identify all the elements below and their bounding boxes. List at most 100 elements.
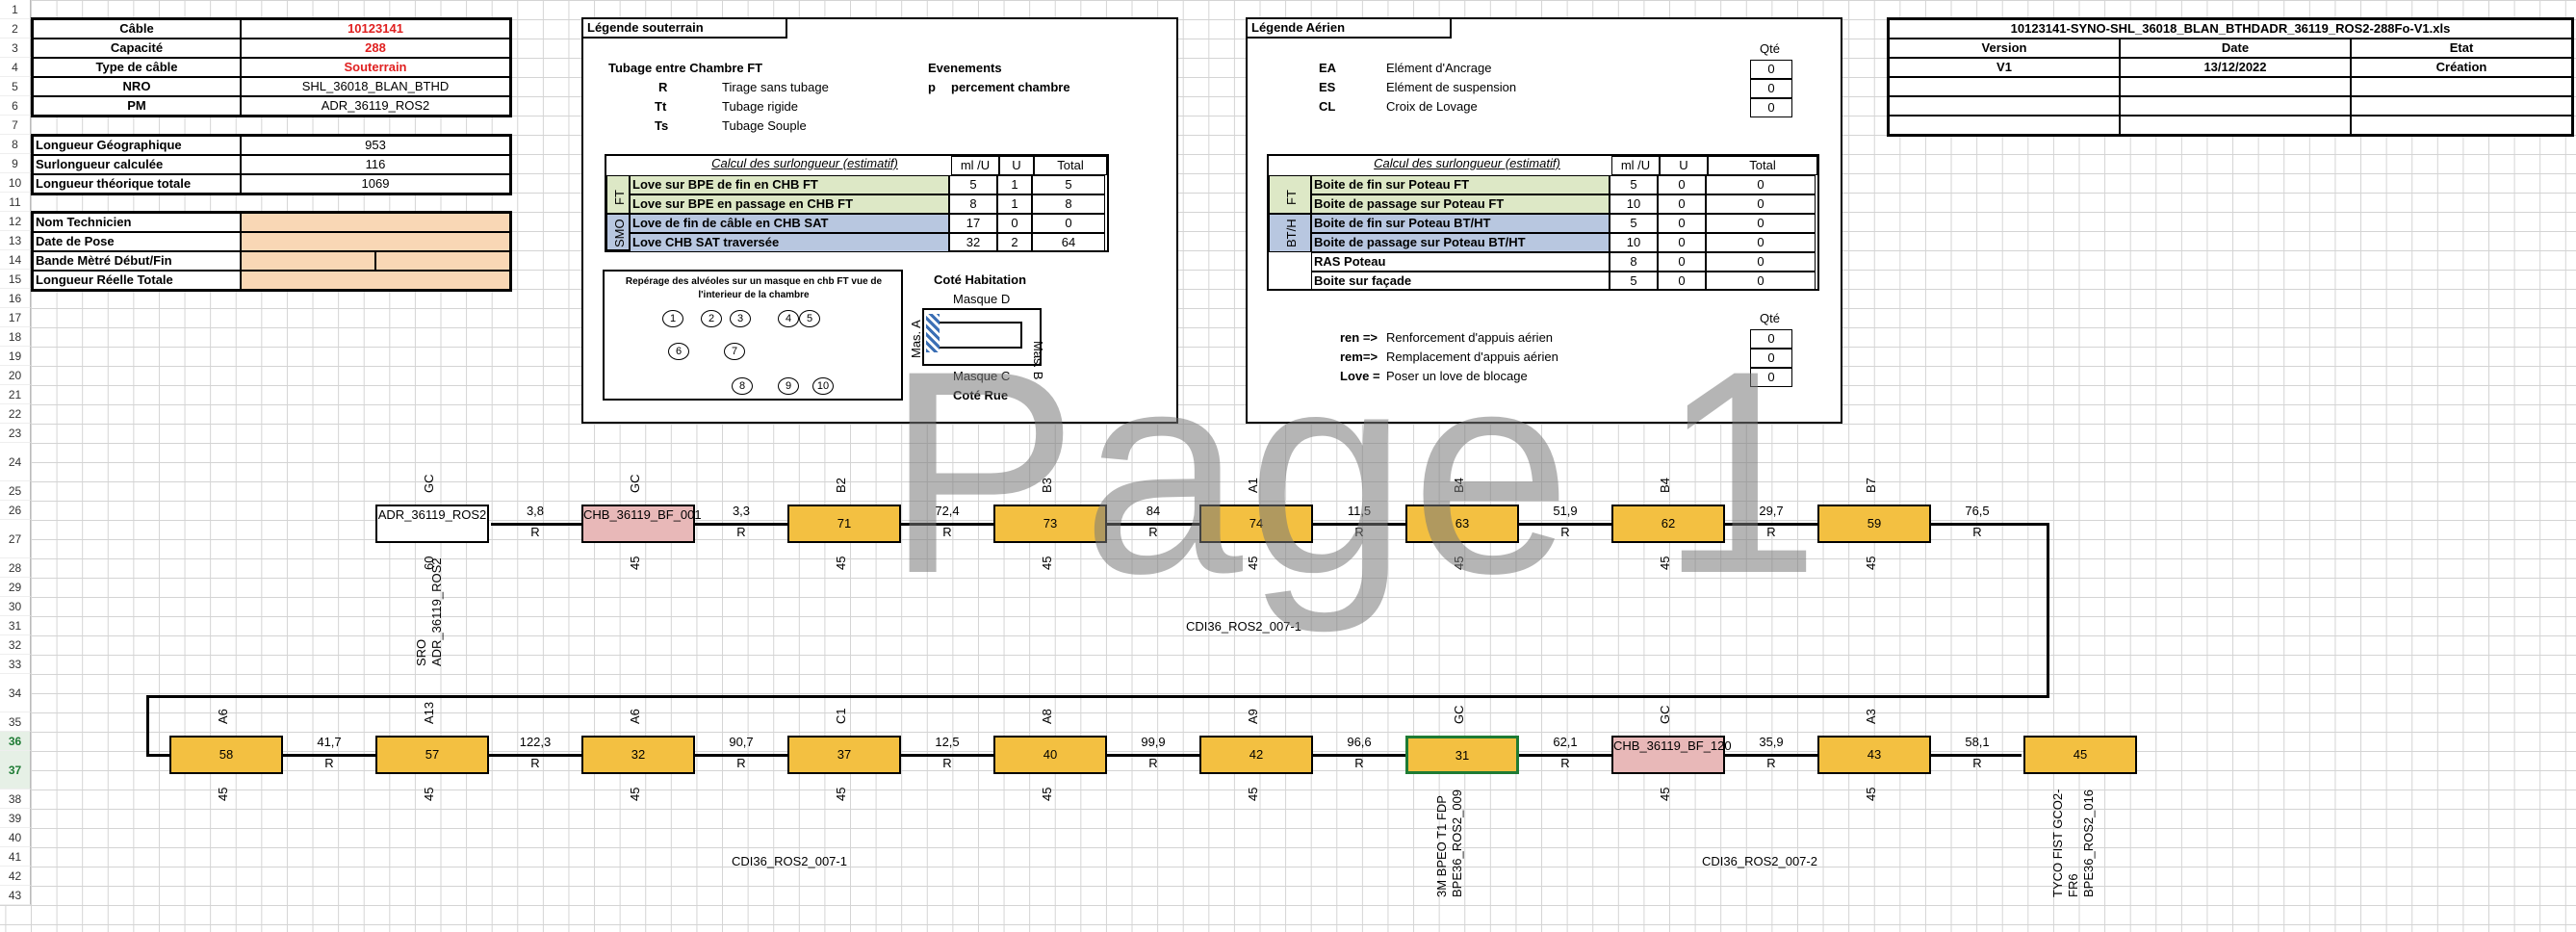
- souterrain-row-u[interactable]: 2: [997, 233, 1032, 252]
- node-row2[interactable]: 40: [993, 736, 1107, 774]
- input-bande-fin[interactable]: [375, 251, 510, 271]
- aerien-row-ml[interactable]: 8: [1610, 252, 1658, 272]
- aerien-row-total[interactable]: 0: [1706, 214, 1816, 233]
- mode-label: R: [736, 756, 746, 770]
- aerien-row-total[interactable]: 0: [1706, 272, 1816, 291]
- node-row2[interactable]: 32: [581, 736, 695, 774]
- row-number: 6: [0, 96, 31, 116]
- node-top-label: B7: [1864, 478, 1878, 493]
- node-row1[interactable]: 62: [1611, 505, 1725, 543]
- row-number: 7: [0, 116, 31, 135]
- value-capacity[interactable]: 288: [241, 39, 510, 58]
- value-surlongueur[interactable]: 116: [241, 155, 510, 174]
- aerien-code-qte[interactable]: 0: [1750, 60, 1792, 79]
- row-number: 37: [0, 751, 31, 790]
- souterrain-row-ml[interactable]: 32: [949, 233, 997, 252]
- aerien-row-label: Boite de fin sur Poteau BT/HT: [1311, 214, 1610, 233]
- node-row2[interactable]: 42: [1199, 736, 1313, 774]
- value-date[interactable]: 13/12/2022: [2120, 58, 2351, 77]
- node-row1[interactable]: 63: [1405, 505, 1519, 543]
- souterrain-row-ml[interactable]: 17: [949, 214, 997, 233]
- value-version[interactable]: V1: [1889, 58, 2120, 77]
- value-nro[interactable]: SHL_36018_BLAN_BTHD: [241, 77, 510, 96]
- note-qte[interactable]: 0: [1750, 329, 1792, 349]
- souterrain-row-u[interactable]: 1: [997, 175, 1032, 194]
- aerien-row-total[interactable]: 0: [1706, 252, 1816, 272]
- distance-label: 84: [1146, 504, 1161, 518]
- aerien-row-ml[interactable]: 5: [1610, 272, 1658, 291]
- mode-label: R: [530, 525, 540, 539]
- aerien-row-u[interactable]: 0: [1658, 233, 1706, 252]
- souterrain-row-total[interactable]: 64: [1032, 233, 1105, 252]
- souterrain-row-u[interactable]: 0: [997, 214, 1032, 233]
- tubage-title: Tubage entre Chambre FT: [608, 61, 763, 75]
- node-row2[interactable]: 31: [1405, 736, 1519, 774]
- input-technicien[interactable]: [241, 213, 510, 232]
- node-row1[interactable]: 73: [993, 505, 1107, 543]
- row-number: 43: [0, 886, 31, 905]
- empty-cell[interactable]: [2351, 77, 2572, 96]
- node-row2[interactable]: 58: [169, 736, 283, 774]
- aerien-row-ml[interactable]: 10: [1610, 194, 1658, 214]
- value-total[interactable]: 1069: [241, 174, 510, 194]
- distance-label: 122,3: [519, 735, 552, 749]
- masque-a-hatch: [926, 314, 940, 352]
- value-etat[interactable]: Création: [2351, 58, 2572, 77]
- input-longueur-reelle[interactable]: [241, 271, 510, 290]
- mode-label: R: [942, 525, 952, 539]
- group-bth: BT/H: [1284, 219, 1299, 247]
- aerien-row-ml[interactable]: 10: [1610, 233, 1658, 252]
- node-row1[interactable]: 71: [787, 505, 901, 543]
- node-row1[interactable]: 74: [1199, 505, 1313, 543]
- empty-cell[interactable]: [2120, 77, 2351, 96]
- aerien-row-u[interactable]: 0: [1658, 252, 1706, 272]
- empty-cell[interactable]: [1889, 96, 2120, 116]
- value-type[interactable]: Souterrain: [241, 58, 510, 77]
- aerien-row-total[interactable]: 0: [1706, 233, 1816, 252]
- node-row1[interactable]: CHB_36119_BF_001: [581, 505, 702, 543]
- note-qte[interactable]: 0: [1750, 349, 1792, 368]
- aerien-row-ml[interactable]: 5: [1610, 214, 1658, 233]
- aerien-row-u[interactable]: 0: [1658, 175, 1706, 194]
- empty-cell[interactable]: [2351, 116, 2572, 135]
- node-row2[interactable]: 43: [1817, 736, 1931, 774]
- node-row1[interactable]: 59: [1817, 505, 1931, 543]
- empty-cell[interactable]: [1889, 116, 2120, 135]
- souterrain-row-u[interactable]: 1: [997, 194, 1032, 214]
- code-r-label: Tirage sans tubage: [722, 80, 829, 94]
- input-bande-debut[interactable]: [241, 251, 375, 271]
- aerien-row-u[interactable]: 0: [1658, 194, 1706, 214]
- node-top-label: GC: [422, 474, 436, 494]
- empty-cell[interactable]: [2120, 116, 2351, 135]
- aerien-row-u[interactable]: 0: [1658, 214, 1706, 233]
- aerien-code-qte[interactable]: 0: [1750, 98, 1792, 117]
- aerien-row-total[interactable]: 0: [1706, 175, 1816, 194]
- distance-label: 58,1: [1965, 735, 1990, 749]
- souterrain-row-total[interactable]: 5: [1032, 175, 1105, 194]
- node-row1[interactable]: ADR_36119_ROS2: [375, 505, 489, 543]
- aerien-row-total[interactable]: 0: [1706, 194, 1816, 214]
- value-cable[interactable]: 10123141: [241, 19, 510, 39]
- souterrain-row-total[interactable]: 0: [1032, 214, 1105, 233]
- node-row2[interactable]: 37: [787, 736, 901, 774]
- distance-label: 76,5: [1965, 504, 1990, 518]
- value-pm[interactable]: ADR_36119_ROS2: [241, 96, 510, 116]
- souterrain-calc-title: Calcul des surlongueur (estimatif): [711, 156, 898, 170]
- input-date-pose[interactable]: [241, 232, 510, 251]
- node-row2[interactable]: 57: [375, 736, 489, 774]
- row-number: 39: [0, 809, 31, 828]
- aerien-row-u[interactable]: 0: [1658, 272, 1706, 291]
- aerien-row-ml[interactable]: 5: [1610, 175, 1658, 194]
- node-row2[interactable]: 45: [2023, 736, 2137, 774]
- node-row2[interactable]: CHB_36119_BF_120: [1611, 736, 1732, 774]
- note-qte[interactable]: 0: [1750, 368, 1792, 387]
- file-title[interactable]: 10123141-SYNO-SHL_36018_BLAN_BTHDADR_361…: [1889, 19, 2572, 39]
- empty-cell[interactable]: [2351, 96, 2572, 116]
- souterrain-row-ml[interactable]: 8: [949, 194, 997, 214]
- value-geo[interactable]: 953: [241, 136, 510, 155]
- souterrain-row-total[interactable]: 8: [1032, 194, 1105, 214]
- aerien-code-qte[interactable]: 0: [1750, 79, 1792, 98]
- souterrain-row-ml[interactable]: 5: [949, 175, 997, 194]
- empty-cell[interactable]: [1889, 77, 2120, 96]
- empty-cell[interactable]: [2120, 96, 2351, 116]
